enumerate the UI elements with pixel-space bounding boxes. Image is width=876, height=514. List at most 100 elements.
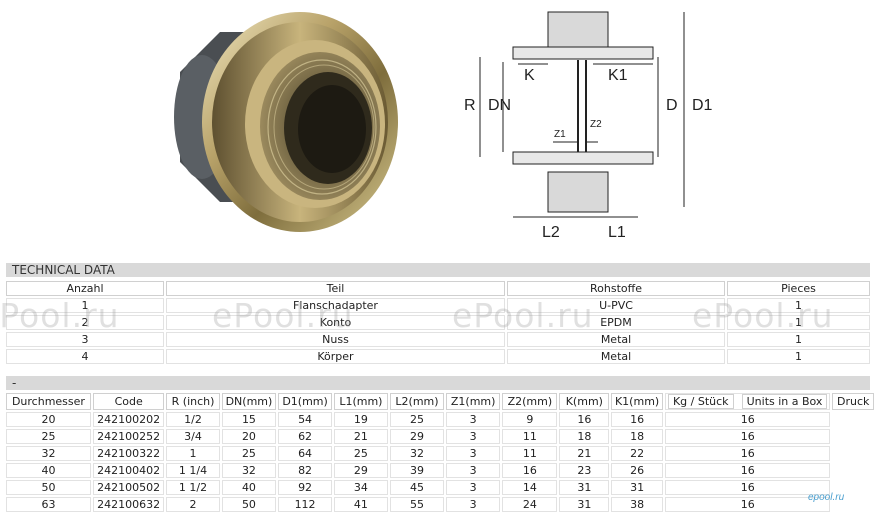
cell: Körper [166,349,505,364]
col-pieces: Pieces [727,281,870,296]
cell: 242100502 [92,480,165,495]
cell: 3 [446,412,501,427]
cell: 242100632 [92,497,165,512]
cell: 25 [6,429,91,444]
cell: 23 [559,463,610,478]
cell: 3 [446,446,501,461]
cell: 4 [6,349,164,364]
cell: 40 [221,480,277,495]
cell: 3 [6,332,164,347]
col-l2: L2(mm) [389,393,445,410]
technical-data-title: TECHNICAL DATA [12,263,115,277]
technical-data-table: Anzahl Teil Rohstoffe Pieces 1 Flanschad… [4,279,872,366]
druck-cell: 16 [664,429,831,444]
cell: EPDM [507,315,725,330]
cell: 29 [333,463,388,478]
cell: 18 [559,429,610,444]
cell: 40 [6,463,91,478]
product-photo [174,12,398,232]
dimensions-header: - [6,376,870,390]
dim-label-Z2: Z2 [590,119,602,130]
cell: 1 [727,332,870,347]
col-k: K(mm) [559,393,610,410]
cell: 45 [389,480,445,495]
col-anzahl: Anzahl [6,281,164,296]
cell: 82 [278,463,332,478]
cell: 3 [446,480,501,495]
dim-label-D1: D1 [692,97,713,114]
cell: 1 1/2 [166,480,220,495]
cell: 20 [221,429,277,444]
cell: 39 [389,463,445,478]
cell: 15 [221,412,277,427]
cell: 92 [278,480,332,495]
cell: 16 [559,412,610,427]
technical-data-header: TECHNICAL DATA [6,263,870,277]
cell: 2 [6,315,164,330]
table-header-row: Durchmesser Code R (inch) DN(mm) D1(mm) … [6,393,874,410]
col-l1: L1(mm) [333,393,388,410]
col-z1: Z1(mm) [446,393,501,410]
cell: U-PVC [507,298,725,313]
dim-label-L2: L2 [542,224,560,241]
table-row: 2 Konto EPDM 1 [6,315,870,330]
cell: Metal [507,332,725,347]
cell: 1 [6,298,164,313]
table-header-row: Anzahl Teil Rohstoffe Pieces [6,281,870,296]
table-row: 1 Flanschadapter U-PVC 1 [6,298,870,313]
cell: 242100322 [92,446,165,461]
col-dn: DN(mm) [221,393,277,410]
cell: 25 [221,446,277,461]
cell: 11 [502,446,558,461]
kg-stueck-label: Kg / Stück [667,394,734,409]
cell: 26 [611,463,663,478]
cell: 64 [278,446,332,461]
col-durchmesser: Durchmesser [6,393,91,410]
cell: 32 [221,463,277,478]
cell: 16 [502,463,558,478]
cell: 16 [611,412,663,427]
cell: 21 [333,429,388,444]
cell: 34 [333,480,388,495]
cell: 50 [6,480,91,495]
cell: 1/2 [166,412,220,427]
units-in-box-label: Units in a Box [741,394,828,409]
cell: 20 [6,412,91,427]
cell: 242100202 [92,412,165,427]
technical-drawing: R DN K K1 D D1 L2 L1 Z1 Z2 [464,11,713,241]
cell: 3/4 [166,429,220,444]
cell: 1 [727,315,870,330]
weight-units-block: Kg / Stück Units in a Box [664,393,831,410]
dim-label-DN: DN [488,97,511,114]
cell: 1 [727,298,870,313]
druck-cell: 16 [664,463,831,478]
cell: 242100402 [92,463,165,478]
cell: 31 [559,480,610,495]
dim-label-Z1: Z1 [554,129,566,140]
cell: Konto [166,315,505,330]
cell: 3 [446,463,501,478]
col-druck: Druck [832,393,874,410]
cell: 29 [389,429,445,444]
cell: Metal [507,349,725,364]
cell: 31 [611,480,663,495]
cell: 21 [559,446,610,461]
dim-label-K1: K1 [608,67,628,84]
cell: 25 [333,446,388,461]
dim-label-K: K [524,67,535,84]
cell: 9 [502,412,558,427]
cell: 1 1/4 [166,463,220,478]
table-row: 4 Körper Metal 1 [6,349,870,364]
cell: 62 [278,429,332,444]
col-d1: D1(mm) [278,393,332,410]
dim-label-D: D [666,97,678,114]
cell: 242100252 [92,429,165,444]
col-k1: K1(mm) [611,393,663,410]
brand-logo: epool.ru [808,492,845,503]
cell: 14 [502,480,558,495]
dimensions-table: Durchmesser Code R (inch) DN(mm) D1(mm) … [4,391,876,514]
dim-label-L1: L1 [608,224,626,241]
